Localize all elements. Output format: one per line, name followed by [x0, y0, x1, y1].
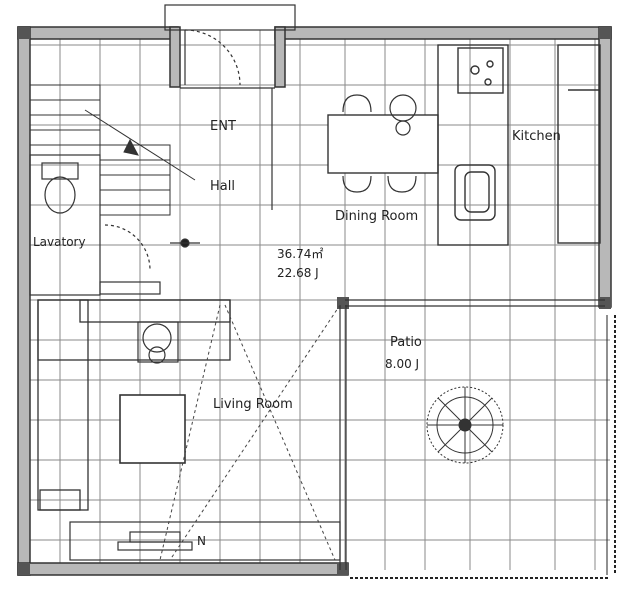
- lavatory-room: [29, 154, 200, 296]
- coffee-table: [119, 394, 186, 464]
- north-mark: N: [197, 534, 206, 548]
- dining-table: [327, 114, 439, 174]
- patio-area-label: 8.00 J: [385, 357, 419, 371]
- exterior-walls: [17, 26, 612, 576]
- room-label-patio: Patio: [390, 335, 422, 350]
- sofa: [37, 299, 231, 511]
- patio-fence: [350, 315, 616, 579]
- room-label-entry: ENT: [210, 119, 236, 134]
- sightlines: [159, 304, 341, 561]
- room-label-kitchen: Kitchen: [512, 129, 561, 144]
- tree-icon: [426, 386, 504, 464]
- tv-stand: [69, 521, 341, 561]
- room-label-dining: Dining Room: [335, 209, 418, 224]
- area-sqm-label: 36.74㎡: [277, 247, 323, 261]
- entrance-door: [164, 4, 296, 210]
- room-label-hall: Hall: [210, 179, 235, 194]
- dining-chairs: [342, 94, 417, 193]
- wall-corner-markers: [18, 27, 611, 575]
- room-label-living: Living Room: [213, 397, 293, 412]
- kitchen-counter: [437, 44, 601, 246]
- area-jo-label: 22.68 J: [277, 266, 319, 280]
- room-label-lavatory: Lavatory: [33, 235, 86, 249]
- staircase: [29, 84, 196, 216]
- armchair: [137, 321, 179, 364]
